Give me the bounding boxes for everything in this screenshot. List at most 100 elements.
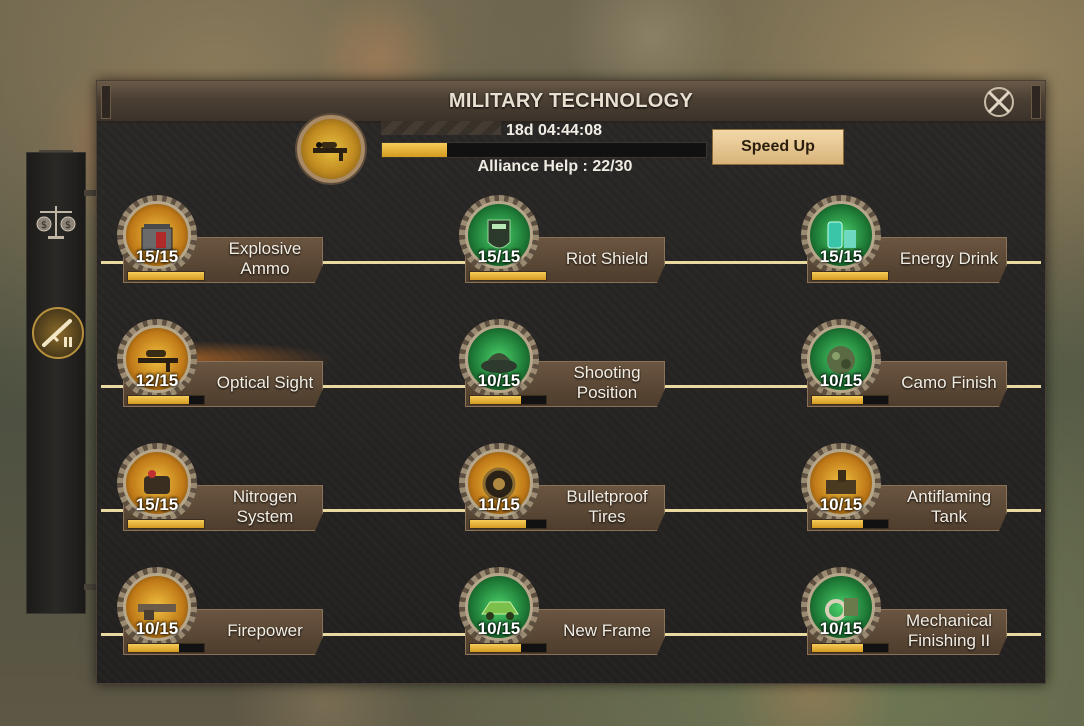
tech-name-line-1: Firepower xyxy=(227,621,303,640)
tech-name-line-1: Mechanical xyxy=(906,611,992,630)
tech-level-bar-fill xyxy=(470,520,526,528)
tech-gear-frame xyxy=(117,567,197,647)
tech-level: 15/15 xyxy=(135,495,179,514)
tech-gear-frame xyxy=(459,319,539,399)
tech-level-bar xyxy=(469,643,547,653)
tech-name-line-1: Riot Shield xyxy=(565,249,649,268)
tech-gear-frame xyxy=(459,443,539,523)
riot-shield-icon xyxy=(465,201,533,269)
tech-level-bar-fill xyxy=(812,396,863,404)
tech-level: 15/15 xyxy=(135,247,179,266)
tech-level-bar-fill xyxy=(470,644,521,652)
tech-gear-frame xyxy=(801,443,881,523)
close-button[interactable] xyxy=(981,84,1017,120)
tech-name: Energy Drink xyxy=(885,237,1013,281)
tech-gear-frame xyxy=(117,319,197,399)
tech-name: Firepower xyxy=(201,609,329,653)
tech-name: New Frame xyxy=(543,609,671,653)
tech-level: 10/15 xyxy=(819,371,863,390)
tech-level-bar xyxy=(811,519,889,529)
tech-name: Optical Sight xyxy=(201,361,329,405)
tech-level: 15/15 xyxy=(477,247,521,266)
military-technology-panel: MILITARY TECHNOLOGY 18d 04:44:08 Allianc… xyxy=(96,80,1046,684)
tech-level: 15/15 xyxy=(819,247,863,266)
tech-level-bar-fill xyxy=(470,272,546,280)
tech-level-bar xyxy=(469,395,547,405)
tech-level: 10/15 xyxy=(819,619,863,638)
rifle-ammo-icon[interactable] xyxy=(32,307,84,359)
energy-drink-icon xyxy=(807,201,875,269)
tech-gear-frame xyxy=(801,195,881,275)
tech-level-bar xyxy=(811,395,889,405)
balance-scale-icon[interactable]: $ $ xyxy=(33,199,79,245)
research-progress-fill xyxy=(382,143,447,157)
tech-name-line-2: Tank xyxy=(931,507,967,526)
mechanical-parts-icon xyxy=(807,573,875,641)
tech-level-bar-fill xyxy=(470,396,521,404)
tech-gear-frame xyxy=(459,195,539,275)
tech-name-line-1: Shooting xyxy=(573,363,641,382)
panel-title: MILITARY TECHNOLOGY xyxy=(448,90,694,112)
tech-gear-frame xyxy=(801,567,881,647)
tech-name-line-1: Explosive xyxy=(228,239,302,258)
category-sidebar: $ $ xyxy=(26,152,86,614)
tech-node-camo-finish[interactable]: 10/15 Camo Finish xyxy=(793,319,1007,411)
speed-up-button[interactable]: Speed Up xyxy=(712,129,844,165)
nitrogen-system-icon xyxy=(123,449,191,517)
close-icon xyxy=(984,87,1014,117)
tech-level-bar xyxy=(811,643,889,653)
tech-level-bar xyxy=(127,643,205,653)
panel-header: MILITARY TECHNOLOGY xyxy=(97,81,1045,123)
tech-level-bar xyxy=(127,395,205,405)
tech-level-bar xyxy=(811,271,889,281)
current-research-optical-sight-icon[interactable] xyxy=(297,115,365,183)
tech-level: 10/15 xyxy=(135,619,179,638)
tech-node-riot-shield[interactable]: 15/15 Riot Shield xyxy=(451,195,665,287)
antiflaming-tank-icon xyxy=(807,449,875,517)
tech-level-bar-fill xyxy=(812,520,863,528)
tech-level-bar-fill xyxy=(128,272,204,280)
tech-level-bar xyxy=(469,271,547,281)
tech-name-line-1: Bulletproof xyxy=(566,487,648,506)
tech-level-bar-fill xyxy=(128,644,179,652)
sidebar-rail xyxy=(84,190,96,590)
tech-name-line-1: Camo Finish xyxy=(901,373,997,392)
tech-level-bar xyxy=(127,519,205,529)
ammo-crate-icon xyxy=(123,201,191,269)
hazard-stripes xyxy=(381,121,501,135)
tech-name-line-1: Antiflaming xyxy=(906,487,992,506)
tech-name-line-1: Optical Sight xyxy=(216,373,314,392)
vehicle-frame-icon xyxy=(465,573,533,641)
tech-level: 10/15 xyxy=(477,371,521,390)
tech-name-line-1: Nitrogen xyxy=(232,487,298,506)
alliance-help-count: Alliance Help : 22/30 xyxy=(477,158,633,175)
tech-name-line-1: Energy Drink xyxy=(899,249,999,268)
tech-name-line-2: Tires xyxy=(588,507,626,526)
tech-node-firepower[interactable]: 10/15 Firepower xyxy=(109,567,323,659)
header-cap-right xyxy=(1031,85,1041,119)
optical-sight-icon xyxy=(123,325,191,393)
tech-name-line-2: Position xyxy=(576,383,638,402)
tech-level-bar-fill xyxy=(812,272,888,280)
tech-level: 11/15 xyxy=(478,495,520,514)
tech-level-bar-fill xyxy=(128,520,204,528)
svg-text:$: $ xyxy=(41,220,47,231)
tech-gear-frame xyxy=(117,195,197,275)
tech-level-bar xyxy=(469,519,547,529)
tech-name-line-1: New Frame xyxy=(563,621,651,640)
tech-node-energy-drink[interactable]: 15/15 Energy Drink xyxy=(793,195,1007,287)
tech-name: Camo Finish xyxy=(885,361,1013,405)
